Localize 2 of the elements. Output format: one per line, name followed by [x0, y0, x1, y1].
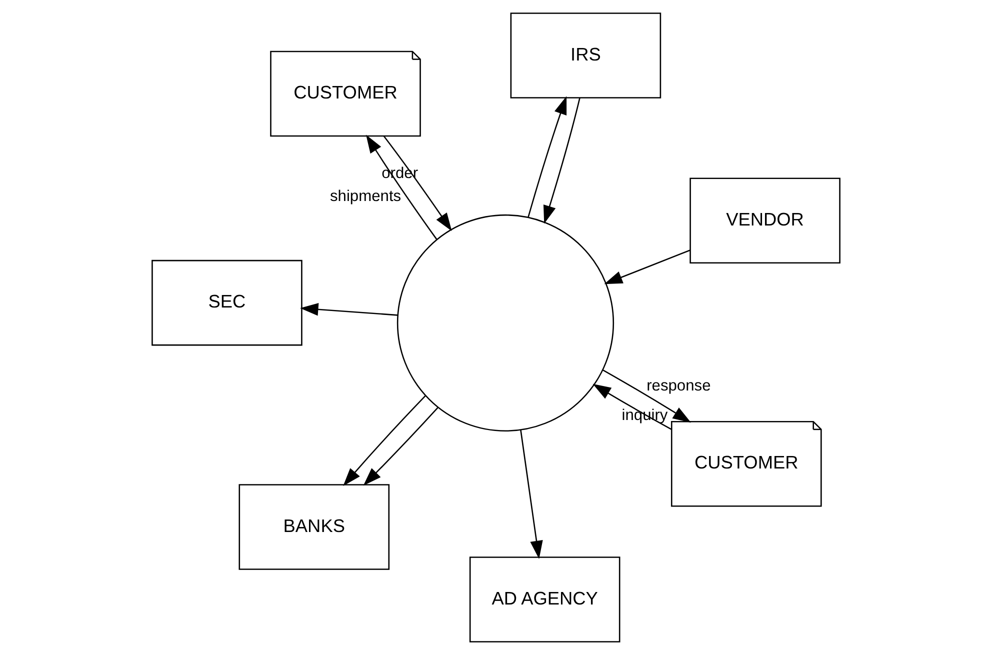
edge-label: response	[646, 378, 711, 395]
edge-label: shipments	[330, 188, 402, 206]
